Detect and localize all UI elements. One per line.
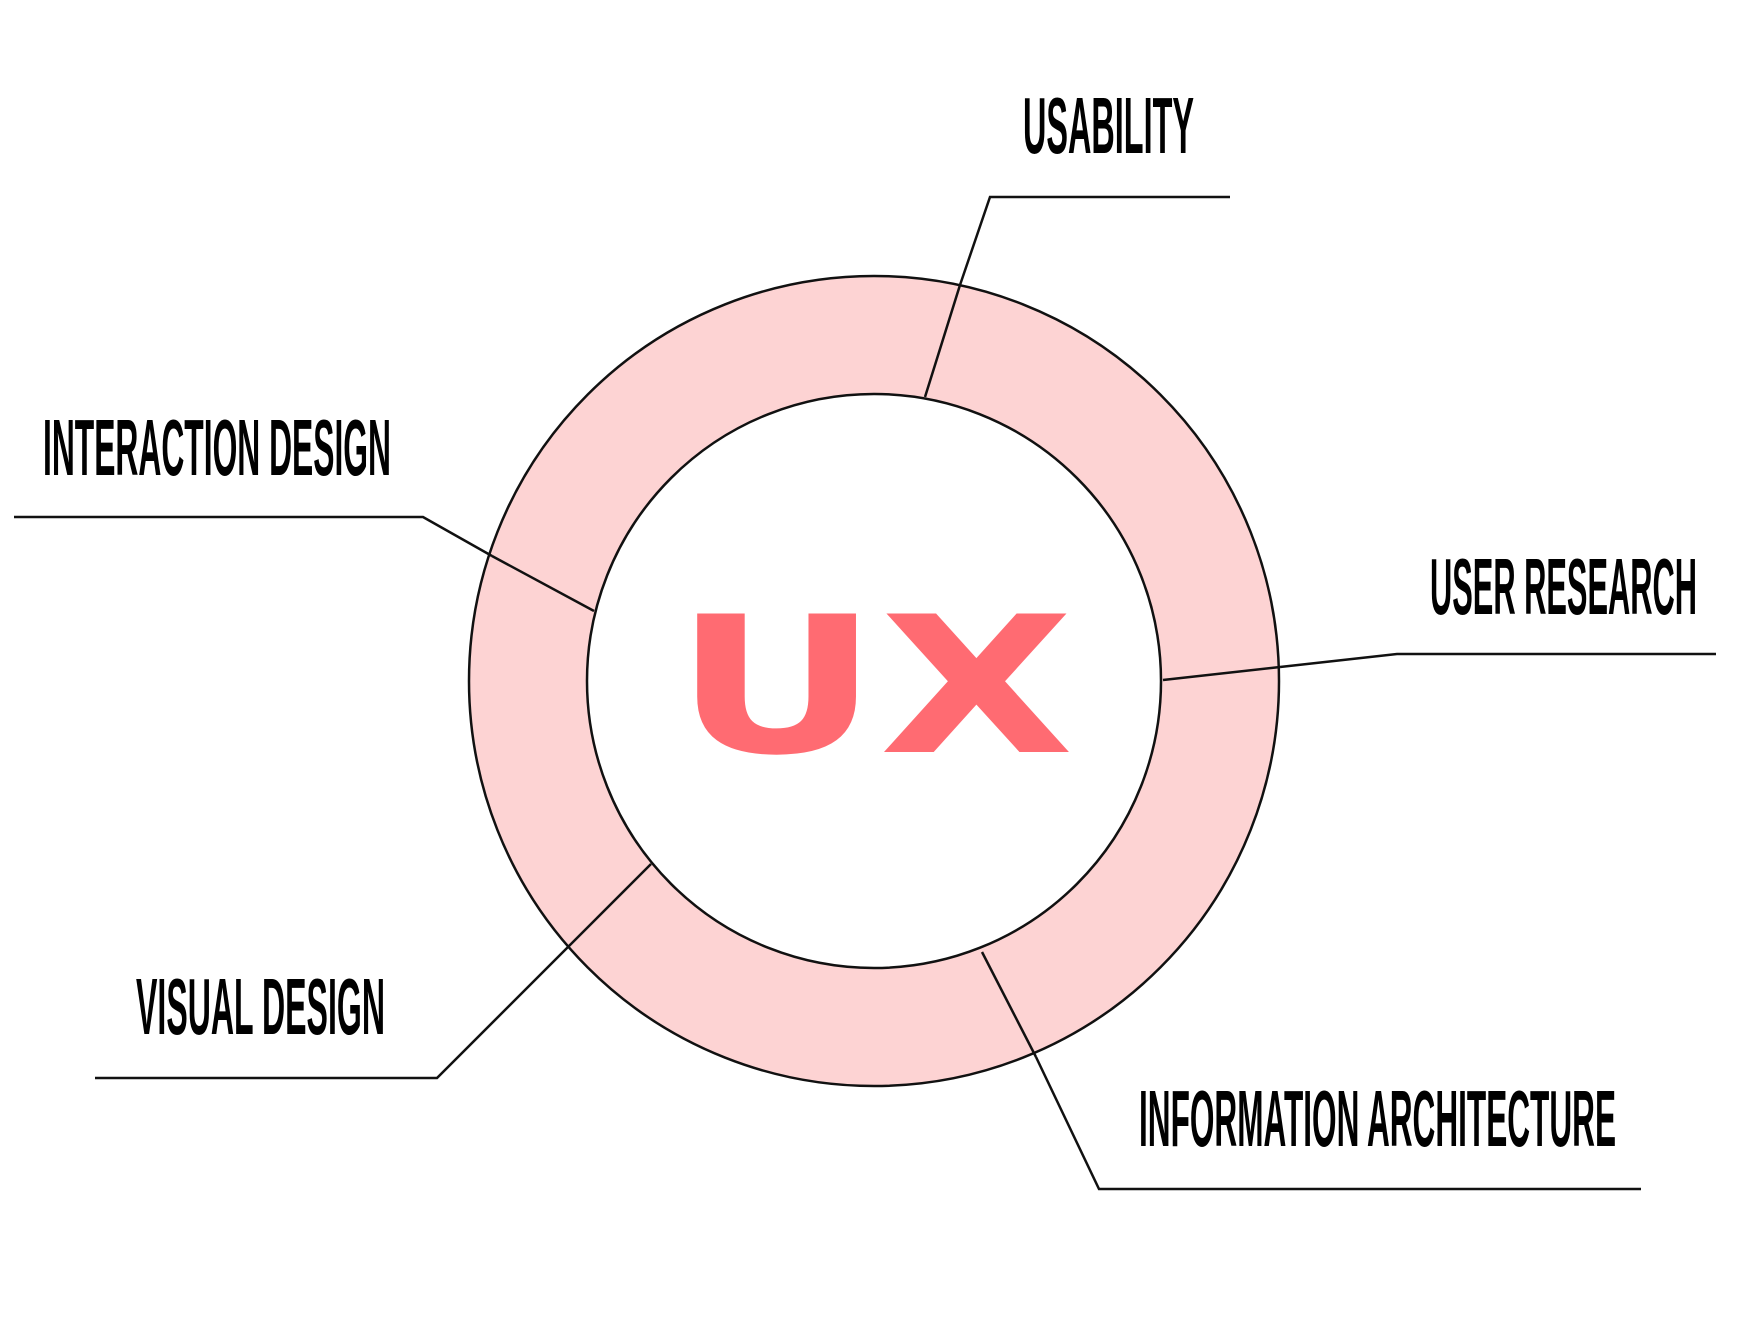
divider-visual-design [567, 863, 652, 948]
divider-usability [923, 284, 962, 398]
divider-information-architecture [980, 951, 1038, 1058]
leader-interaction-design [14, 515, 493, 558]
divider-interaction-design [491, 554, 595, 613]
leader-usability [958, 195, 1230, 286]
leader-information-architecture [1034, 1056, 1641, 1191]
label-usability: USABILITY [1023, 81, 1194, 170]
label-interaction-design: INTERACTION DESIGN [43, 403, 391, 492]
label-user-research: USER RESEARCH [1430, 542, 1697, 631]
leader-visual-design [95, 946, 569, 1080]
center-ux-label: UX [674, 576, 1074, 797]
label-information-architecture: INFORMATION ARCHITECTURE [1139, 1074, 1616, 1163]
inner-circle [585, 392, 1163, 970]
label-visual-design: VISUAL DESIGN [136, 962, 385, 1051]
leader-user-research [1279, 652, 1716, 669]
divider-user-research [1162, 665, 1281, 682]
